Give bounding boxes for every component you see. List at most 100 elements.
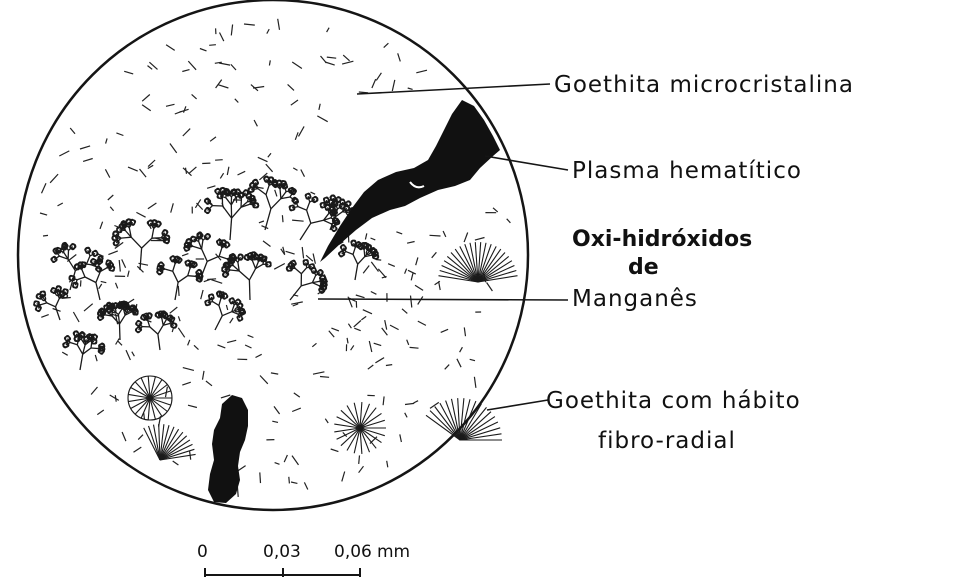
goethite-dash bbox=[327, 28, 330, 32]
goethite-dash bbox=[294, 393, 300, 397]
goethite-dash bbox=[441, 329, 448, 332]
goethite-dash bbox=[166, 104, 175, 106]
dendrite-branch bbox=[162, 318, 163, 325]
goethite-dash bbox=[291, 482, 297, 483]
dendrite-branch bbox=[301, 268, 306, 274]
dendrite-branch bbox=[41, 303, 47, 305]
goethite-dash bbox=[188, 340, 190, 346]
goethite-dash bbox=[119, 260, 120, 272]
goethite-dash bbox=[383, 396, 384, 405]
goethite-dash bbox=[418, 296, 423, 304]
goethite-dash bbox=[140, 169, 147, 177]
hematitic-plasma-lower bbox=[208, 395, 248, 503]
scale-bar: 0 0,03 0,06 mm bbox=[197, 542, 410, 577]
goethite-dash bbox=[226, 305, 227, 310]
goethite-dash bbox=[62, 352, 67, 355]
goethite-dash bbox=[192, 94, 197, 99]
manganese-dendrites bbox=[33, 176, 379, 370]
goethite-dash bbox=[197, 203, 203, 210]
dendrite-branch bbox=[118, 309, 121, 314]
goethite-dash bbox=[245, 345, 251, 348]
dendrite-branch bbox=[56, 299, 60, 307]
dendrite-branch bbox=[215, 316, 222, 330]
goethite-dash bbox=[354, 328, 360, 331]
goethite-dash bbox=[407, 242, 415, 244]
goethite-dash bbox=[371, 292, 377, 295]
goethite-dash bbox=[238, 171, 246, 175]
dendrite-branch bbox=[219, 299, 221, 306]
goethite-dash bbox=[411, 296, 412, 308]
goethite-dash bbox=[200, 49, 207, 51]
goethite-dash bbox=[108, 195, 114, 200]
goethite-dash bbox=[128, 271, 130, 277]
goethite-dash bbox=[258, 157, 268, 161]
goethite-dash bbox=[359, 455, 360, 464]
fibro-radial-fiber bbox=[354, 428, 360, 453]
dendrite-branch bbox=[82, 270, 85, 277]
label-de: de bbox=[628, 255, 659, 280]
goethite-dash bbox=[348, 324, 351, 329]
dendrite-branch bbox=[96, 283, 100, 301]
goethite-dash bbox=[299, 126, 305, 136]
goethite-dash bbox=[405, 413, 407, 418]
goethite-dash bbox=[136, 212, 145, 217]
goethite-dash bbox=[416, 257, 418, 265]
goethite-dash bbox=[384, 43, 389, 47]
goethite-dash bbox=[134, 447, 142, 452]
goethite-dash bbox=[116, 133, 123, 136]
dendrite-branch bbox=[96, 272, 100, 283]
goethite-dash bbox=[219, 63, 230, 65]
goethite-dash bbox=[319, 104, 320, 110]
goethite-dash bbox=[378, 269, 386, 278]
dendrite-branch bbox=[300, 223, 311, 240]
goethite-dash bbox=[171, 203, 174, 212]
goethite-dash bbox=[474, 377, 476, 388]
goethite-dash bbox=[274, 264, 285, 270]
goethite-dash bbox=[372, 79, 376, 88]
dendrite-branch bbox=[230, 218, 232, 240]
fibro-radial-fiber bbox=[150, 398, 171, 405]
goethite-dash bbox=[253, 87, 264, 89]
goethite-dash bbox=[227, 340, 236, 342]
dendrite-branch bbox=[165, 269, 173, 271]
goethite-dash bbox=[175, 111, 182, 114]
goethite-dash bbox=[359, 466, 364, 473]
dendrite-branch bbox=[77, 345, 82, 354]
goethite-dash bbox=[178, 286, 179, 296]
goethite-dash bbox=[263, 241, 271, 247]
goethite-dash bbox=[110, 207, 113, 211]
dendrite-branch bbox=[120, 315, 126, 324]
goethite-dash bbox=[396, 232, 402, 234]
goethite-dash bbox=[218, 345, 226, 348]
goethite-dash bbox=[368, 365, 374, 369]
goethite-dash bbox=[211, 280, 222, 284]
goethite-dash bbox=[445, 365, 450, 370]
goethite-dash bbox=[84, 304, 93, 311]
goethite-dash bbox=[189, 167, 196, 173]
goethite-dash bbox=[313, 254, 315, 264]
goethite-dash bbox=[209, 45, 216, 46]
goethite-dash bbox=[206, 381, 212, 386]
dendrite-branch bbox=[131, 237, 141, 248]
goethite-dash bbox=[183, 368, 194, 371]
goethite-dash bbox=[329, 331, 334, 337]
goethite-dash bbox=[331, 328, 339, 331]
goethite-dash bbox=[342, 61, 353, 64]
goethite-dash bbox=[231, 25, 232, 36]
fibro-radial-fiber bbox=[426, 415, 460, 440]
goethite-dash bbox=[286, 251, 295, 254]
goethite-dash bbox=[325, 62, 335, 65]
goethite-dash bbox=[138, 435, 143, 440]
goethite-dash bbox=[292, 408, 301, 411]
goethite-dash bbox=[408, 270, 416, 274]
dendrite-branch bbox=[80, 354, 83, 370]
dendrite-branch bbox=[152, 229, 154, 239]
goethite-dash bbox=[256, 354, 262, 357]
dendrite-branch bbox=[324, 220, 332, 224]
goethite-dash bbox=[95, 355, 97, 361]
goethite-dash bbox=[347, 338, 348, 344]
goethite-dash bbox=[268, 153, 271, 157]
goethite-dash bbox=[317, 116, 327, 122]
goethite-dash bbox=[475, 238, 485, 241]
dendrite-branch bbox=[266, 185, 269, 194]
